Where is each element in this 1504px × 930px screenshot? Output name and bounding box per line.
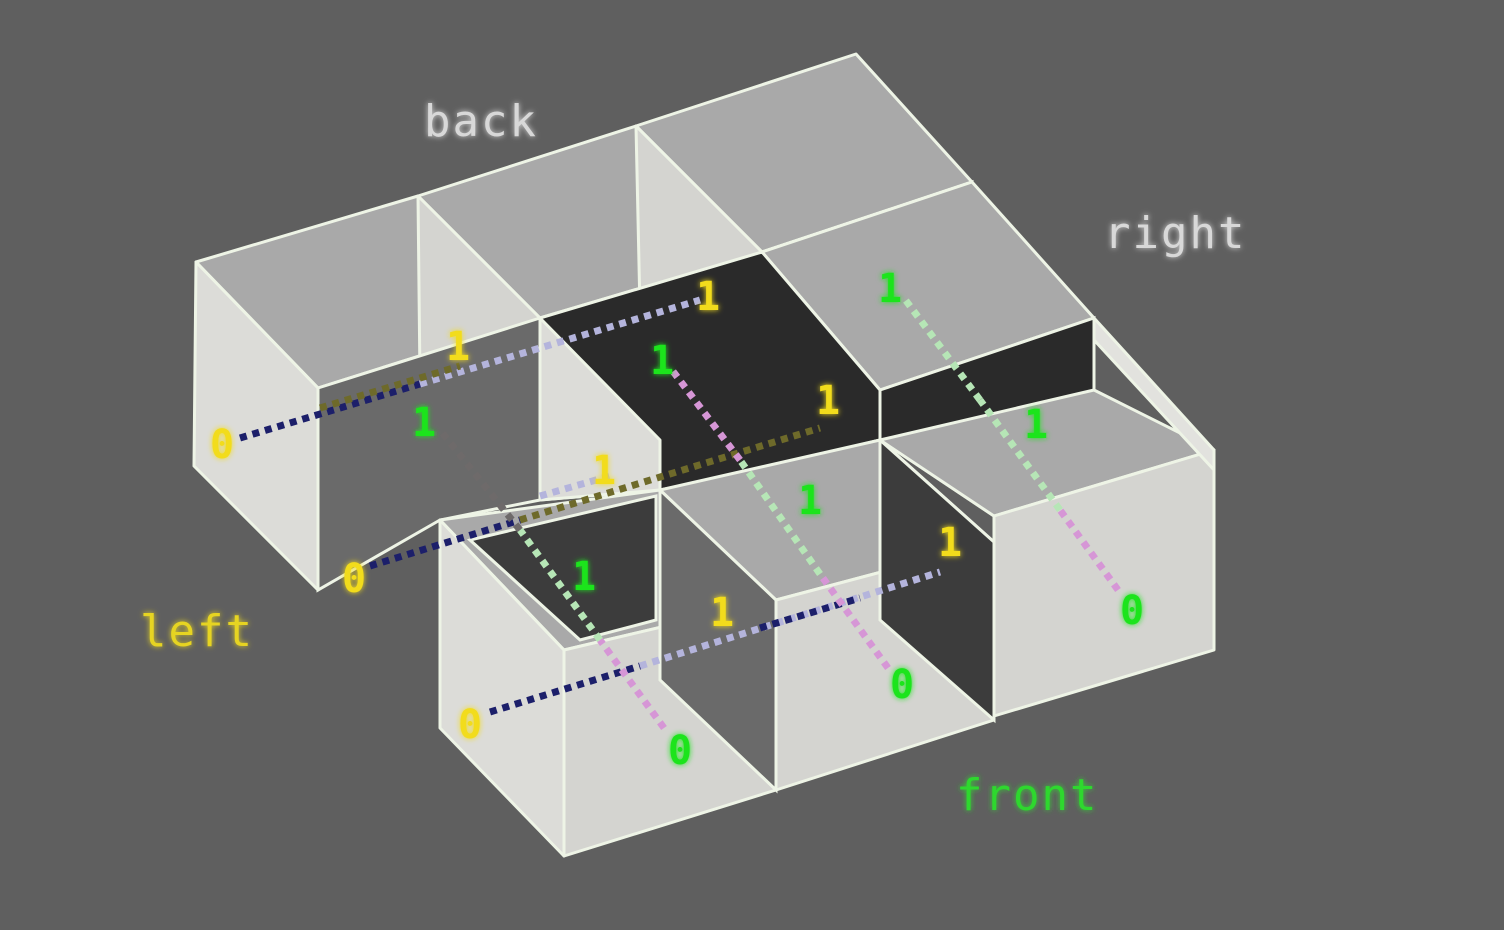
ray-front-middle-2 bbox=[737, 457, 823, 577]
value-left-front-exit: 1 bbox=[938, 520, 962, 566]
block-right-side bbox=[1092, 316, 1216, 472]
ray-front-right-2 bbox=[977, 397, 1063, 513]
label-back: back bbox=[424, 96, 538, 147]
value-front-right-entry: 0 bbox=[1120, 588, 1144, 634]
ray-front-right-3 bbox=[901, 295, 983, 403]
ray-left-front bbox=[488, 662, 642, 716]
value-left-middle-entry: 0 bbox=[342, 556, 366, 602]
value-front-middle-entry: 0 bbox=[890, 662, 914, 708]
ray-left-middle bbox=[368, 516, 522, 570]
green-values: 1 1 1 1 1 1 0 0 0 bbox=[412, 266, 1144, 774]
cell-front-middle-pit bbox=[878, 436, 996, 724]
cell-front-left-pit bbox=[466, 494, 658, 642]
value-front-middle-mid: 1 bbox=[798, 478, 822, 524]
value-front-left-entry: 0 bbox=[668, 728, 692, 774]
value-left-back-entry: 0 bbox=[210, 422, 234, 468]
ray-left-middle-2 bbox=[518, 424, 822, 524]
label-right: right bbox=[1104, 208, 1246, 259]
value-front-right-mid: 1 bbox=[1024, 402, 1048, 448]
cell-middle-left-wall bbox=[316, 315, 542, 593]
ray-left-front-3 bbox=[758, 594, 862, 632]
ray-front-left-2 bbox=[517, 527, 603, 643]
ray-left-back-2 bbox=[418, 296, 702, 388]
ray-front-left-3 bbox=[437, 427, 523, 533]
value-left-back-exit: 1 bbox=[696, 274, 720, 320]
block-front-right-front bbox=[992, 448, 1216, 718]
value-front-middle-top: 1 bbox=[650, 338, 674, 384]
value-left-back-mid: 1 bbox=[446, 324, 470, 370]
yellow-values: 0 1 1 0 1 1 0 1 1 bbox=[210, 274, 962, 748]
ray-front-right bbox=[1057, 507, 1121, 593]
value-front-right-top: 1 bbox=[878, 266, 902, 312]
ray-left-back bbox=[238, 380, 422, 442]
ray-front-left bbox=[597, 637, 667, 731]
value-left-front-mid: 1 bbox=[710, 590, 734, 636]
ray-front-middle bbox=[817, 571, 891, 671]
value-left-middle-mid: 1 bbox=[592, 448, 616, 494]
value-front-left-mid: 1 bbox=[572, 554, 596, 600]
value-left-middle-exit: 1 bbox=[816, 378, 840, 424]
ray-left-back-3 bbox=[318, 362, 462, 412]
ray-front-middle-3 bbox=[669, 367, 743, 463]
value-front-left-top: 1 bbox=[412, 400, 436, 446]
value-left-front-entry: 0 bbox=[458, 702, 482, 748]
label-left: left bbox=[140, 606, 254, 657]
label-front: front bbox=[956, 770, 1098, 821]
